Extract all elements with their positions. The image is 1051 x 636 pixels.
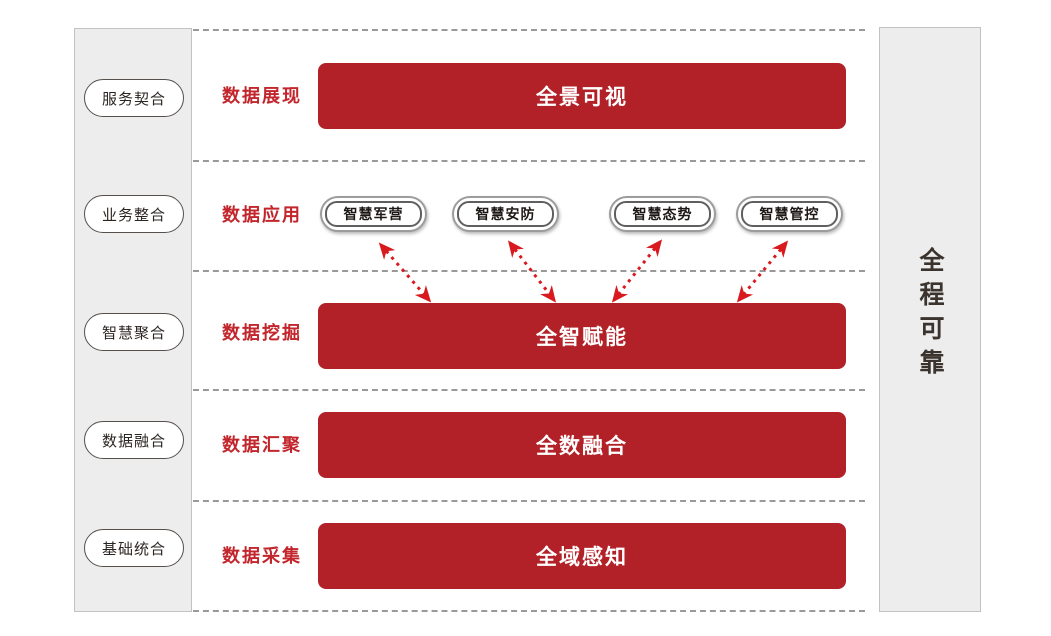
layer-label-mining: 数据挖掘	[222, 323, 302, 343]
layer-label-aggregation: 数据汇聚	[222, 435, 302, 455]
app-pill-smart-barracks: 智慧军营	[320, 196, 427, 232]
dotted-divider-2	[193, 160, 865, 162]
app-pill-smart-security: 智慧安防	[452, 196, 559, 232]
layer-bar-fusion: 全数融合	[318, 412, 846, 478]
capability-pill-business-int: 业务整合	[84, 195, 184, 233]
app-pill-label: 智慧安防	[457, 201, 554, 227]
dotted-divider-6	[193, 610, 865, 612]
app-pill-label: 智慧管控	[741, 201, 838, 227]
layer-bar-empower: 全智赋能	[318, 303, 846, 369]
double-arrow-1	[378, 242, 432, 303]
app-pill-smart-control: 智慧管控	[736, 196, 843, 232]
capability-pill-service-fit: 服务契合	[84, 79, 184, 117]
capability-pill-wisdom-agg: 智慧聚合	[84, 313, 184, 351]
app-pill-label: 智慧态势	[614, 201, 711, 227]
layer-bar-panorama: 全景可视	[318, 63, 846, 129]
app-pill-label: 智慧军营	[325, 201, 422, 227]
dotted-divider-3	[193, 270, 865, 272]
app-pill-smart-situation: 智慧态势	[609, 196, 716, 232]
right-assurance-panel: 全程可靠	[879, 27, 981, 612]
dotted-divider-5	[193, 500, 865, 502]
capability-pill-base-unify: 基础统合	[84, 529, 184, 567]
dotted-divider-1	[193, 29, 865, 31]
vertical-assurance-label: 全程可靠	[916, 247, 944, 383]
left-capability-panel: 服务契合 业务整合 智慧聚合 数据融合 基础统合	[74, 28, 192, 612]
layer-label-application: 数据应用	[222, 205, 302, 225]
layer-label-presentation: 数据展现	[222, 86, 302, 106]
dotted-divider-4	[193, 389, 865, 391]
layer-label-collection: 数据采集	[222, 546, 302, 566]
layer-bar-perception: 全域感知	[318, 523, 846, 589]
capability-pill-data-fusion: 数据融合	[84, 421, 184, 459]
